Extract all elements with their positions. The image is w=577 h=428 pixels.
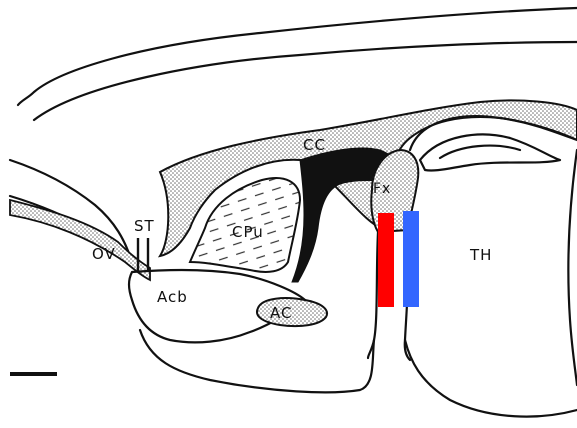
blue-marker [403, 211, 419, 307]
brain-outline-bottom-right [405, 340, 577, 417]
thalamus-right-edge [568, 150, 577, 385]
label-ov: OV [92, 245, 116, 263]
label-th: TH [469, 246, 492, 264]
hippocampus-inner-curl [420, 134, 560, 170]
label-ac: AC [270, 304, 292, 322]
label-cc: CC [303, 136, 326, 154]
brain-outline-bottom [140, 330, 374, 392]
label-fx: Fx [373, 181, 391, 197]
label-st: ST [134, 217, 155, 235]
label-cpu: CPu [232, 223, 264, 241]
hippocampus-inner-curl-2 [440, 146, 520, 158]
red-marker [378, 213, 394, 307]
ov-band-stipple [10, 200, 150, 280]
brain-outline-top [18, 8, 577, 105]
midline-column-left [368, 232, 378, 358]
label-acb: Acb [157, 288, 188, 306]
